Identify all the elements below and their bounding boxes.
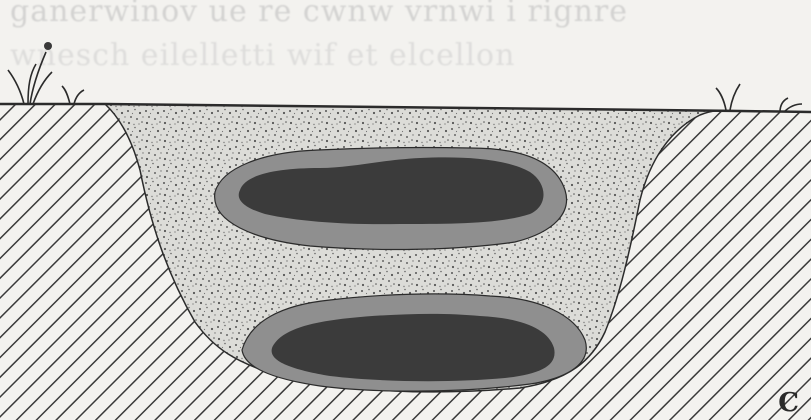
grass-tuft-right	[716, 84, 802, 112]
flower-head	[44, 42, 52, 50]
lower-deposit-core	[272, 314, 555, 381]
panel-label: C	[778, 388, 799, 418]
grass-tuft-left	[8, 52, 84, 104]
